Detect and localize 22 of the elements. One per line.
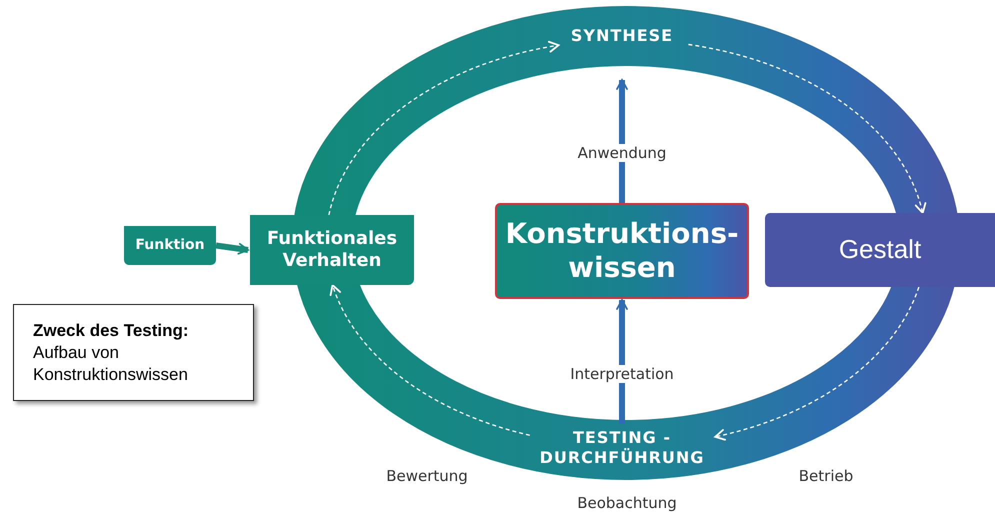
dashed-arrow: [714, 286, 920, 441]
process-box: [250, 215, 414, 285]
stage-label: Bewertung: [386, 467, 468, 485]
node-label: Konstruktions- wissen: [505, 217, 739, 285]
input-box: [124, 226, 216, 265]
node-label: Gestalt: [838, 234, 922, 266]
ring-label: SYNTHESE: [570, 26, 674, 46]
arrow: [616, 79, 628, 203]
node-label: Funktion: [135, 237, 205, 254]
stage-label: Beobachtung: [577, 494, 677, 512]
arrow: [216, 242, 249, 255]
arrow: [616, 299, 628, 424]
dashed-arrow: [330, 284, 530, 436]
note-box: [13, 304, 254, 401]
dashed-arrow: [688, 44, 926, 214]
process-box: [765, 213, 995, 287]
note-text: Aufbau von Konstruktionswissen: [33, 342, 189, 386]
dashed-arrow: [328, 40, 560, 216]
ring-label: TESTING - DURCHFÜHRUNG: [538, 428, 706, 468]
stage-label: Betrieb: [798, 467, 854, 485]
note-heading: Zweck des Testing:: [33, 320, 189, 342]
node-label: Funktionales Verhalten: [266, 228, 398, 272]
